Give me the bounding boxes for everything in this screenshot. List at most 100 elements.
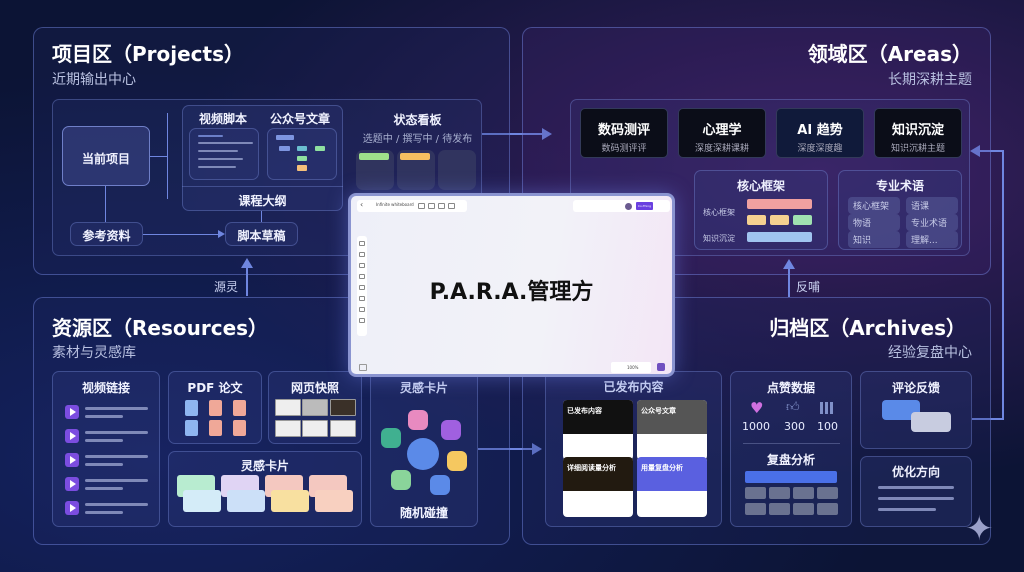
toolbar-icon[interactable] (418, 203, 425, 209)
arrow-right-icon (532, 443, 542, 455)
left-tool-palette (357, 236, 367, 336)
toolbar-icon[interactable] (448, 203, 455, 209)
published-item[interactable]: 公众号文章 (637, 400, 707, 460)
play-icon[interactable] (65, 429, 79, 443)
resources-to-archives-line (478, 448, 534, 450)
video-script-label: 视频脚本 (198, 112, 247, 126)
text-line (85, 503, 148, 506)
resources-title: 资源区（Resources） (52, 316, 269, 340)
review-cell (745, 503, 766, 515)
term-tag[interactable]: 物语 (848, 214, 900, 231)
area-card-psychology[interactable]: 心理学深度深耕课耕 (678, 108, 766, 158)
note-card (183, 490, 221, 512)
terms-title: 专业术语 (875, 179, 924, 193)
whiteboard-window[interactable]: ‹ Infinite whiteboard Co-Thing P.A.R.A.管… (348, 193, 675, 377)
archives-subtitle: 经验复盘中心 (888, 345, 972, 361)
note-card (315, 490, 353, 512)
term-tag[interactable]: 知识 (848, 231, 900, 248)
thumbs-count: 300 (784, 420, 805, 433)
zoom-level[interactable]: 100% (627, 365, 639, 370)
text-line (198, 142, 253, 144)
board-card-yellow (400, 153, 430, 160)
likes-title: 点赞数据 (766, 381, 815, 395)
status-board-title: 状态看板 (393, 113, 442, 127)
published-item[interactable]: 用量复盘分析 (637, 457, 707, 517)
published-item-title: 用量复盘分析 (637, 457, 707, 491)
comments-box[interactable] (860, 371, 972, 449)
mindmap-node (297, 156, 307, 161)
terms-box[interactable] (838, 170, 962, 250)
term-tag[interactable]: 语课 (906, 197, 958, 214)
area-card-ai-trends[interactable]: AI 趋势深度深度趣 (776, 108, 864, 158)
area-card-title: AI 趋势 (797, 123, 843, 138)
toolbar-icon[interactable] (428, 203, 435, 209)
divider (743, 443, 840, 444)
comments-title: 评论反馈 (891, 381, 940, 395)
term-tag[interactable]: 专业术语 (906, 214, 958, 231)
area-card-knowledge[interactable]: 知识沉淀知识沉耕主题 (874, 108, 962, 158)
web-snapshot-thumb (302, 420, 328, 437)
play-icon[interactable] (65, 477, 79, 491)
connector (143, 234, 219, 235)
review-cell (817, 487, 838, 499)
status-board-subtitle: 选题中 / 撰写中 / 待发布 (362, 134, 473, 145)
minimap-button[interactable] (657, 363, 665, 371)
current-project-label: 当前项目 (81, 152, 130, 166)
board-column-pending[interactable] (438, 150, 476, 190)
sparkle-icon: ✦ (965, 509, 994, 549)
review-cell (793, 503, 814, 515)
tool-icon[interactable] (359, 241, 365, 246)
connector (105, 186, 106, 222)
published-item[interactable]: 详细阅读量分析 (563, 457, 633, 517)
share-button[interactable]: Co-Thing (636, 202, 653, 210)
review-cell (769, 487, 790, 499)
framework-label-knowledge: 知识沉淀 (703, 234, 735, 243)
play-icon[interactable] (65, 405, 79, 419)
reference-node[interactable] (70, 222, 143, 246)
board-name[interactable]: Infinite whiteboard (376, 202, 414, 207)
pdf-title: PDF 论文 (187, 381, 243, 395)
sidebar-toggle-icon[interactable] (359, 364, 367, 371)
review-cell (769, 503, 790, 515)
current-project-node[interactable] (62, 126, 150, 186)
published-item[interactable]: 已发布内容 (563, 400, 633, 460)
tool-icon[interactable] (359, 285, 365, 290)
tool-icon[interactable] (359, 307, 365, 312)
core-framework-title: 核心框架 (736, 179, 785, 193)
tool-icon[interactable] (359, 274, 365, 279)
toolbar-icon[interactable] (438, 203, 445, 209)
feedback-arrow-line (788, 267, 790, 297)
tool-icon[interactable] (359, 318, 365, 323)
pdf-icon (209, 400, 222, 416)
area-card-title: 心理学 (702, 123, 742, 138)
term-tag[interactable]: 理解... (906, 231, 958, 248)
likes-box[interactable] (730, 371, 852, 527)
web-snapshot-thumb (302, 399, 328, 416)
bar-chart-icon (820, 402, 834, 414)
review-cell (793, 487, 814, 499)
tool-icon[interactable] (359, 296, 365, 301)
back-icon[interactable]: ‹ (360, 200, 364, 209)
draft-node[interactable] (225, 222, 298, 246)
reference-label: 参考资料 (82, 229, 131, 243)
tool-icon[interactable] (359, 263, 365, 268)
term-tag[interactable]: 核心框架 (848, 197, 900, 214)
idea-node (408, 410, 428, 430)
tool-icon[interactable] (359, 252, 365, 257)
play-icon[interactable] (65, 501, 79, 515)
area-card-digital-review[interactable]: 数码测评数码测评评 (580, 108, 668, 158)
optimize-box[interactable] (860, 456, 972, 527)
optimize-title: 优化方向 (891, 465, 940, 479)
arrow-right-icon (542, 128, 552, 140)
chat-bubble-icon (882, 400, 920, 420)
review-cell (817, 503, 838, 515)
review-cell (745, 487, 766, 499)
course-outline-band[interactable] (182, 186, 343, 211)
framework-block (770, 215, 789, 225)
play-icon[interactable] (65, 453, 79, 467)
heart-icon: ♥ (750, 399, 764, 417)
arrow-left-icon (970, 145, 980, 157)
avatar[interactable] (625, 203, 632, 210)
area-card-title: 数码测评 (597, 123, 650, 138)
mindmap-node (297, 165, 307, 171)
